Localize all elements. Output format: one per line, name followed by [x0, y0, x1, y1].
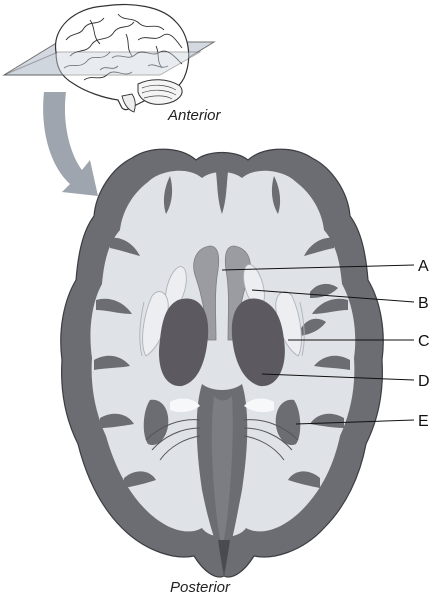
leader-line-a	[221, 264, 415, 271]
leader-line-e	[295, 419, 415, 425]
curved-arrow	[43, 92, 98, 196]
longitudinal-fissure-anterior	[214, 160, 230, 214]
optic-radiations	[145, 419, 299, 461]
axial-section	[60, 148, 384, 578]
posterior-horn-left	[143, 399, 169, 446]
lateral-ventricle-left	[193, 245, 220, 341]
thalamus-left	[158, 298, 209, 387]
thalamus-right	[231, 298, 285, 387]
midbrain-core	[211, 396, 233, 546]
anterior-label: Anterior	[167, 107, 222, 124]
posterior-horn-right	[275, 399, 301, 446]
brain-stem	[121, 93, 136, 113]
leader-lines	[221, 264, 415, 425]
longitudinal-fissure-posterior	[218, 540, 230, 576]
leader-line-d	[261, 373, 415, 381]
label-a: A	[418, 258, 429, 275]
leader-line-b	[251, 289, 415, 303]
sulci	[94, 176, 350, 488]
label-e: E	[418, 413, 429, 430]
gyri-lines	[63, 13, 183, 81]
label-b: B	[418, 295, 429, 312]
posterior-white-right	[244, 398, 274, 413]
brain-thumbnail	[2, 3, 216, 113]
posterior-label: Posterior	[170, 579, 231, 596]
label-d: D	[418, 373, 430, 390]
section-plane-front	[3, 51, 202, 76]
structure-labels: A B C D E	[418, 258, 430, 430]
label-c: C	[418, 333, 430, 350]
posterior-white-left	[170, 398, 200, 413]
